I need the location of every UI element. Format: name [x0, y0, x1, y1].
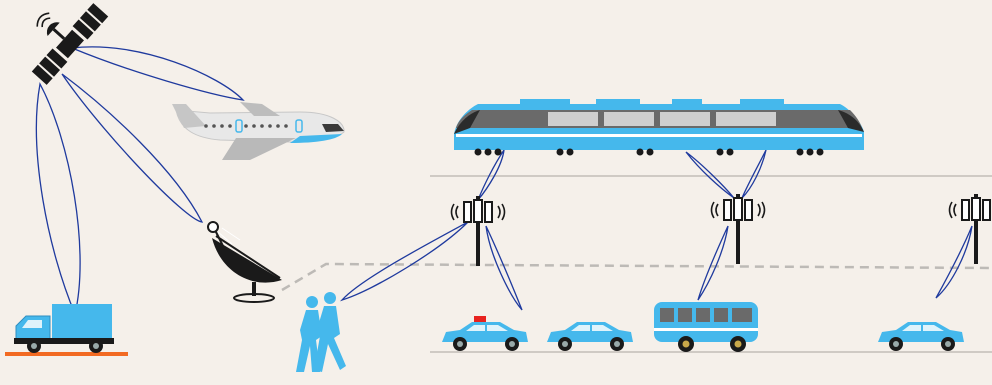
beam-bs1-police [485, 225, 523, 311]
beam-bs1-pedestrians [339, 221, 469, 302]
beam-bs2-bus [697, 225, 729, 301]
cell-tower-icon [450, 195, 506, 267]
truck-icon [14, 304, 114, 353]
truck-ground [5, 352, 128, 356]
train-icon [454, 99, 864, 156]
dashed-path [281, 262, 992, 292]
beam-sat-truck [35, 82, 81, 317]
beam-sat-airplane [69, 46, 245, 101]
satellite-dish-icon [207, 221, 282, 303]
satellite-icon [31, 3, 109, 85]
pedestrians-icon [296, 292, 346, 372]
beam-bs3-car [935, 225, 973, 299]
police-car-icon [441, 316, 529, 352]
link-beams [35, 46, 973, 317]
car-icon [546, 321, 634, 352]
bus-icon [654, 302, 758, 352]
cell-tower-icon [710, 193, 766, 265]
car-icon [877, 321, 965, 352]
beam-bs2-train-b [741, 149, 767, 199]
airplane-icon [172, 102, 345, 160]
beam-sat-dish [61, 73, 204, 223]
